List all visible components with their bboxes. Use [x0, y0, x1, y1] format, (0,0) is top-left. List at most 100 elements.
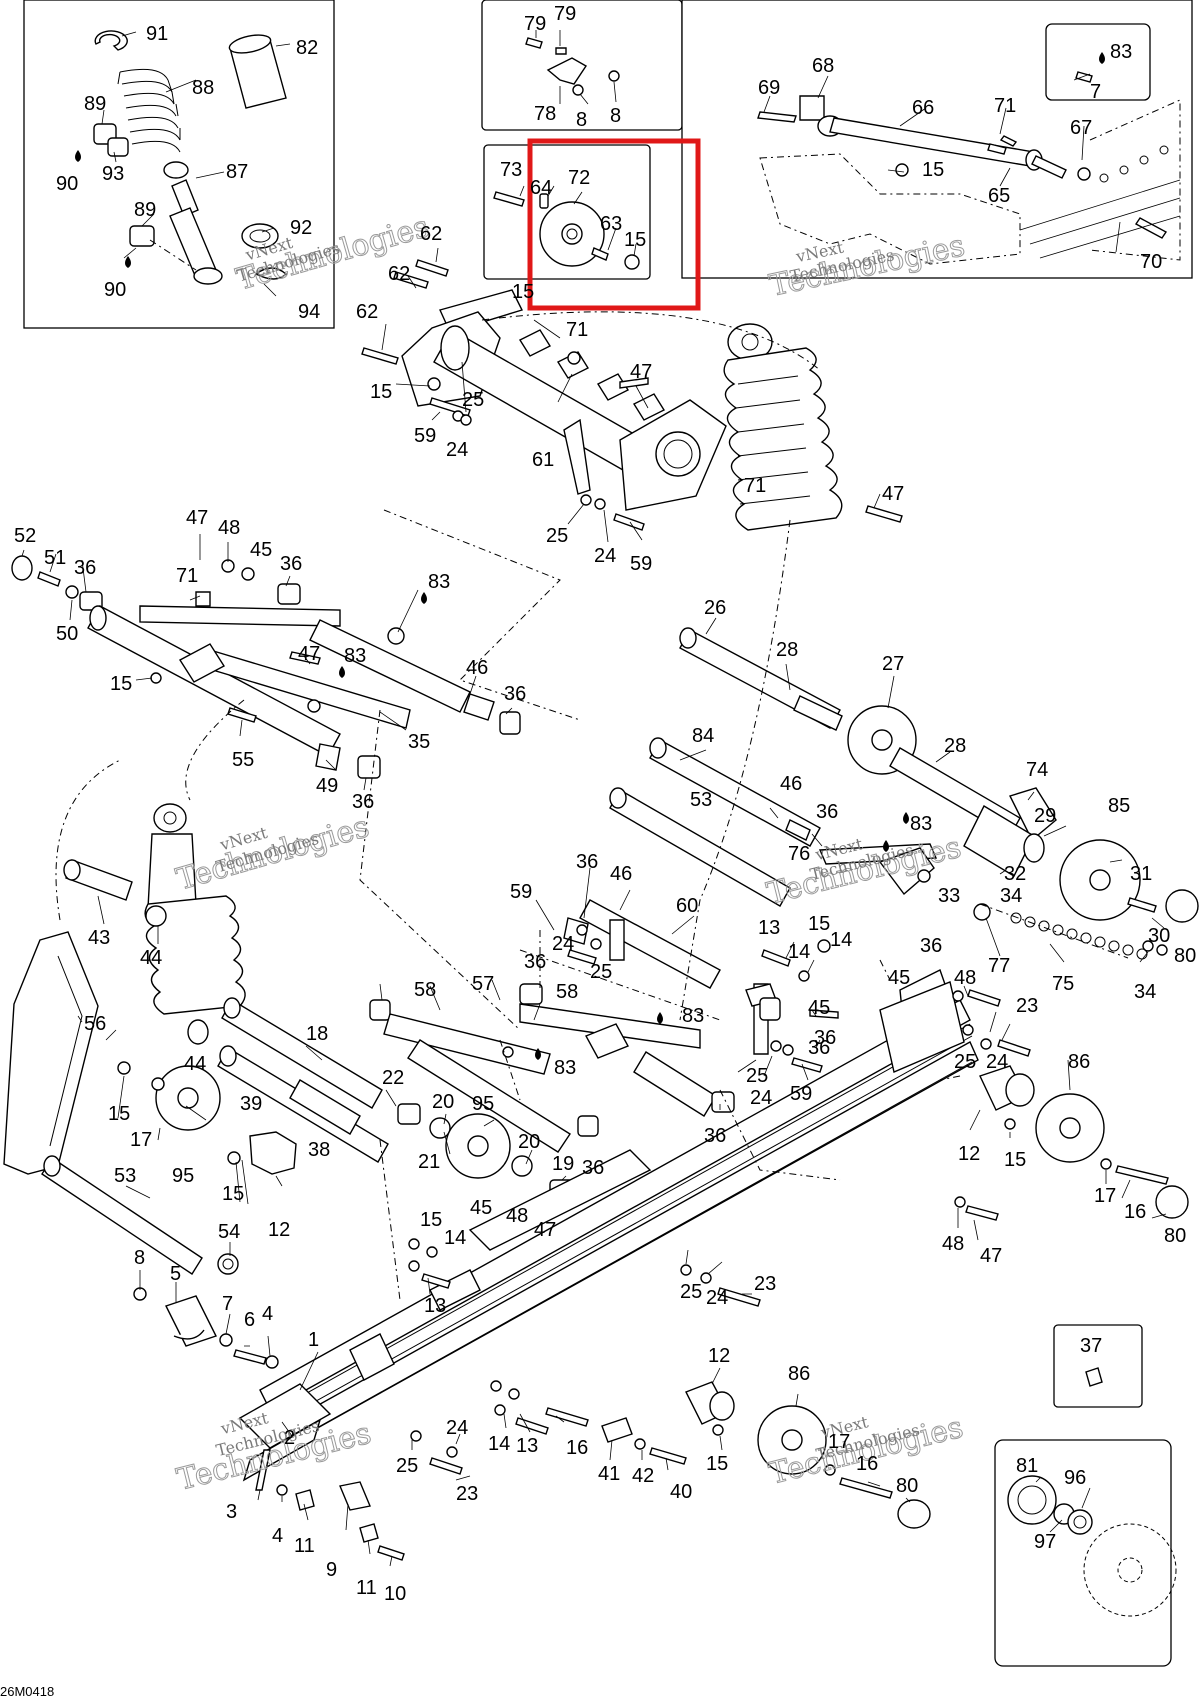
part-label: 81	[1016, 1455, 1038, 1477]
part-label: 8	[610, 105, 621, 127]
part-label: 24	[594, 545, 616, 567]
part-label: 47	[980, 1245, 1002, 1267]
part-label: 24	[446, 1417, 468, 1439]
part-label: 83	[344, 645, 366, 667]
part-label: 59	[510, 881, 532, 903]
part-label: 46	[610, 863, 632, 885]
part-label: 3	[226, 1501, 237, 1523]
part-label: 25	[954, 1051, 976, 1073]
part-label: 83	[428, 571, 450, 593]
part-label: 34	[1000, 885, 1022, 907]
part-label: 14	[444, 1227, 466, 1249]
part-label: 21	[418, 1151, 440, 1173]
part-label: 71	[176, 565, 198, 587]
part-label: 61	[532, 449, 554, 471]
part-label: 34	[1134, 981, 1156, 1003]
part-label: 45	[250, 539, 272, 561]
part-label: 40	[670, 1481, 692, 1503]
highlight-inset-parts	[493, 185, 640, 270]
part-label: 12	[708, 1345, 730, 1367]
part-label: 90	[56, 173, 78, 195]
part-label: 47	[534, 1219, 556, 1241]
part-label: 95	[172, 1165, 194, 1187]
part-label: 59	[790, 1083, 812, 1105]
part-label: 51	[44, 547, 66, 569]
part-label: 1	[308, 1329, 319, 1351]
front-swing-arm	[11, 534, 521, 791]
part-label: 79	[524, 13, 546, 35]
part-label: 36	[816, 801, 838, 823]
part-label: 32	[1004, 863, 1026, 885]
upper-cross-frame	[361, 247, 903, 543]
part-label: 53	[114, 1165, 136, 1187]
part-label: 77	[988, 955, 1010, 977]
highlight-box	[527, 138, 701, 311]
part-label: 55	[232, 749, 254, 771]
part-label: 36	[74, 557, 96, 579]
part-label: 86	[788, 1363, 810, 1385]
part-label: 16	[1124, 1201, 1146, 1223]
part-label: 25	[462, 389, 484, 411]
part-label: 30	[1148, 925, 1170, 947]
part-label: 59	[414, 425, 436, 447]
part-label: 18	[306, 1023, 328, 1045]
part-label: 83	[1110, 41, 1132, 63]
part-label: 59	[630, 553, 652, 575]
part-label: 47	[186, 507, 208, 529]
part-label: 67	[1070, 117, 1092, 139]
part-label: 83	[682, 1005, 704, 1027]
part-label: 36	[920, 935, 942, 957]
part-label: 15	[624, 229, 646, 251]
part-label: 15	[370, 381, 392, 403]
part-label: 25	[680, 1281, 702, 1303]
part-label: 36	[524, 951, 546, 973]
top-bracket-inset	[525, 30, 620, 105]
part-label: 91	[146, 23, 168, 45]
part-label: 50	[56, 623, 78, 645]
spacer-washers-75	[1010, 912, 1148, 960]
part-label: 25	[546, 525, 568, 547]
part-label: 92	[290, 217, 312, 239]
part-label: 90	[104, 279, 126, 301]
part-label: 28	[944, 735, 966, 757]
part-label: 44	[140, 947, 162, 969]
part-label: 14	[788, 941, 810, 963]
part-label: 7	[1090, 81, 1101, 103]
part-label: 94	[298, 301, 320, 323]
part-label: 80	[1174, 945, 1196, 967]
part-label: 71	[566, 319, 588, 341]
part-label: 48	[954, 967, 976, 989]
part-label: 95	[472, 1093, 494, 1115]
part-label: 75	[1052, 973, 1074, 995]
part-label: 2	[284, 1427, 295, 1449]
part-label: 63	[600, 213, 622, 235]
part-label: 47	[298, 643, 320, 665]
part-label: 35	[408, 731, 430, 753]
part-label: 17	[1094, 1185, 1116, 1207]
part-label: 48	[942, 1233, 964, 1255]
part-label: 17	[130, 1129, 152, 1151]
part-label: 24	[750, 1087, 772, 1109]
part-label: 71	[744, 475, 766, 497]
part-label: 15	[808, 913, 830, 935]
part-label: 62	[356, 301, 378, 323]
part-label: 84	[692, 725, 714, 747]
right-linkage-inset	[757, 52, 1181, 265]
part-label: 78	[534, 103, 556, 125]
part-label: 80	[1164, 1225, 1186, 1247]
part-label: 36	[814, 1027, 836, 1049]
part-label: 22	[382, 1067, 404, 1089]
part-label: 47	[630, 361, 652, 383]
part-label: 24	[986, 1051, 1008, 1073]
part-label: 45	[808, 997, 830, 1019]
part-label: 64	[530, 177, 552, 199]
part-label: 15	[108, 1103, 130, 1125]
part-label: 12	[268, 1219, 290, 1241]
part-label: 24	[552, 933, 574, 955]
part-label: 93	[102, 163, 124, 185]
part-labels: 91 82 88 89 93 87 90 89 92 90 94 79 79 7…	[14, 3, 1196, 1605]
drawing-code: 26M0418	[0, 1684, 54, 1699]
rear-shock-absorber	[723, 323, 843, 531]
part-label: 38	[308, 1139, 330, 1161]
part-label: 24	[706, 1287, 728, 1309]
